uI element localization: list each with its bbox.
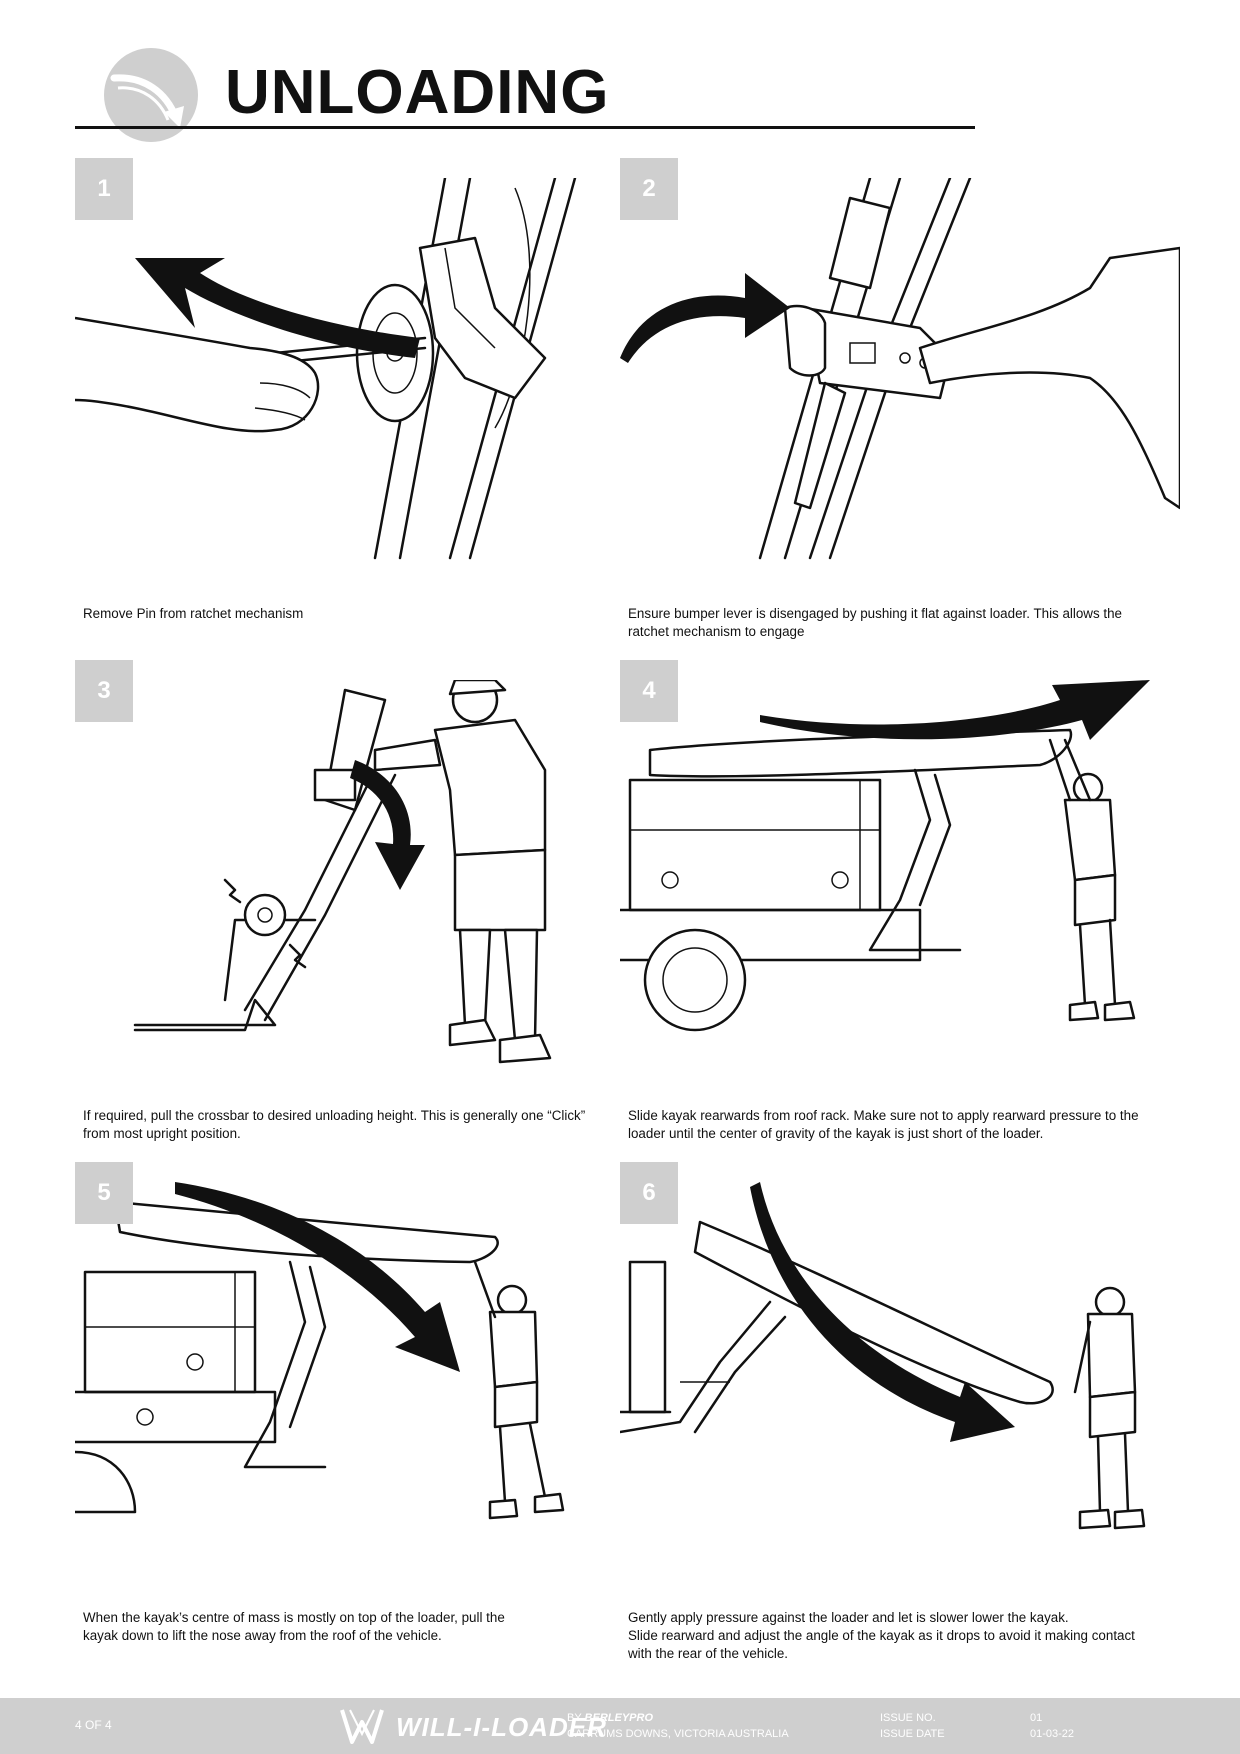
by-line: BY BERLEYPRO CARRUMS DOWNS, VICTORIA AUS… xyxy=(567,1710,789,1742)
step-number: 4 xyxy=(620,660,678,722)
step-caption: Ensure bumper lever is disengaged by pus… xyxy=(628,606,1123,639)
step-caption: Gently apply pressure against the loader… xyxy=(628,1610,1135,1661)
step-caption: Remove Pin from ratchet mechanism xyxy=(83,606,304,621)
step-2-illustration xyxy=(620,178,1180,560)
issue-date: 01-03-22 xyxy=(1030,1728,1075,1740)
step-number: 6 xyxy=(620,1162,678,1224)
brand-name: WILL-I-LOADER xyxy=(396,1712,607,1742)
step-number: 2 xyxy=(620,158,678,220)
issue-date-label: ISSUE DATE xyxy=(880,1728,945,1740)
step-6-illustration xyxy=(620,1182,1146,1530)
step-3-illustration xyxy=(133,680,552,1064)
location: CARRUMS DOWNS, VICTORIA AUSTRALIA xyxy=(567,1728,789,1740)
step-number: 1 xyxy=(75,158,133,220)
step-4-illustration xyxy=(620,680,1150,1032)
step-1: 1 Remove Pin from ratchet mechanism xyxy=(75,158,635,628)
step-number: 3 xyxy=(75,660,133,722)
step-caption: Slide kayak rearwards from roof rack. Ma… xyxy=(628,1108,1139,1141)
step-number: 5 xyxy=(75,1162,133,1224)
footer: 4 OF 4 WILL-I-LOADER BY BERLEYPRO CARRUM… xyxy=(0,1698,1240,1754)
issue-labels: ISSUE NO. ISSUE DATE xyxy=(880,1710,945,1742)
step-5-illustration xyxy=(75,1182,565,1520)
issue-no-label: ISSUE NO. xyxy=(880,1712,936,1724)
step-5: 5 When the kayak’s centre of mass is mos… xyxy=(75,1162,635,1643)
step-6: 6 Gently apply pressure against the load… xyxy=(620,1162,1180,1661)
step-caption: When the kayak’s centre of mass is mostl… xyxy=(83,1610,505,1643)
step-3: 3 If required, pull the crossbar to desi… xyxy=(75,660,635,1141)
page-title: UNLOADING xyxy=(225,58,610,127)
title-divider xyxy=(75,126,975,129)
issue-values: 01 01-03-22 xyxy=(1030,1710,1074,1742)
by-prefix: BY xyxy=(567,1712,582,1724)
page-number: 4 OF 4 xyxy=(75,1718,112,1732)
wl-logo-icon xyxy=(340,1708,384,1749)
step-caption: If required, pull the crossbar to desire… xyxy=(83,1108,586,1141)
step-4: 4 Slide kayak rearwards from roof rack. … xyxy=(620,660,1180,1141)
by-brand: BERLEYPRO xyxy=(584,1712,654,1724)
step-1-illustration xyxy=(75,178,577,560)
issue-no: 01 xyxy=(1030,1712,1043,1724)
step-2: 2 Ensure bumper lever is disengaged by p… xyxy=(620,158,1180,639)
